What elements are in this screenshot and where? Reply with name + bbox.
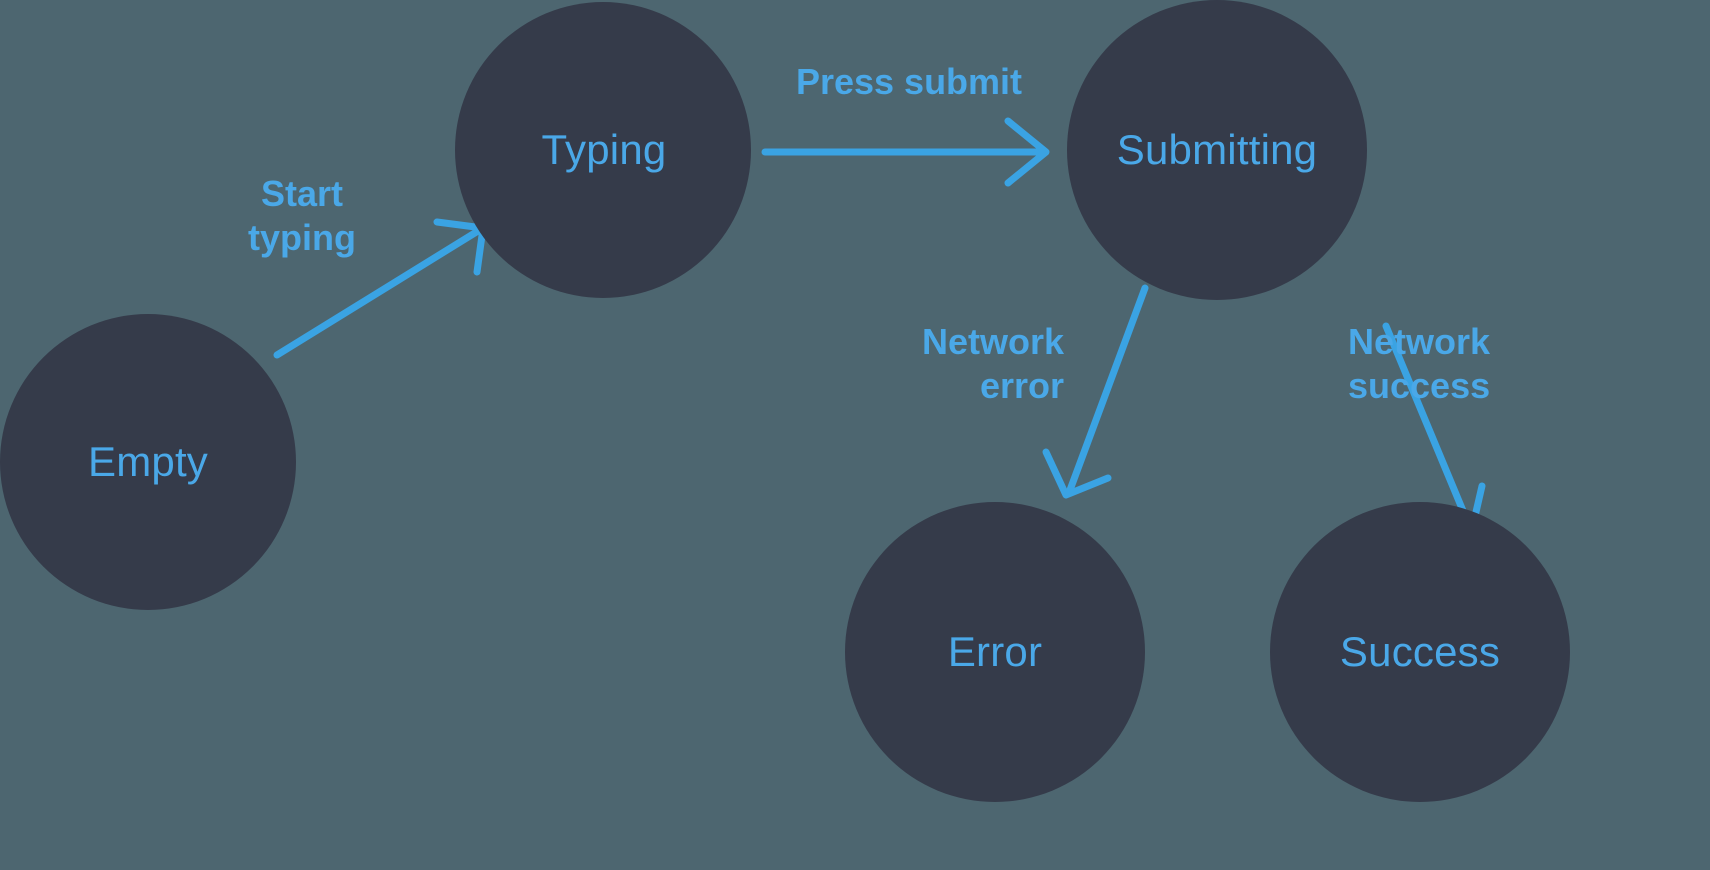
state-node-error[interactable]: Error	[845, 502, 1145, 802]
state-node-typing[interactable]: Typing	[455, 2, 751, 298]
state-node-submitting[interactable]: Submitting	[1067, 0, 1367, 300]
state-node-success[interactable]: Success	[1270, 502, 1570, 802]
state-label-error: Error	[947, 628, 1043, 675]
edge-label-start-typing: Start typing	[248, 173, 356, 258]
state-label-submitting: Submitting	[1116, 126, 1318, 173]
state-label-empty: Empty	[87, 438, 209, 485]
state-label-typing: Typing	[541, 126, 667, 173]
edge-label-network-error: Network error	[921, 321, 1064, 406]
edge-label-network-success: Network success	[1348, 321, 1491, 406]
state-label-success: Success	[1339, 628, 1501, 675]
edge-press-submit	[761, 117, 1050, 187]
state-node-empty[interactable]: Empty	[0, 314, 296, 610]
edge-label-press-submit: Press submit	[795, 61, 1023, 102]
